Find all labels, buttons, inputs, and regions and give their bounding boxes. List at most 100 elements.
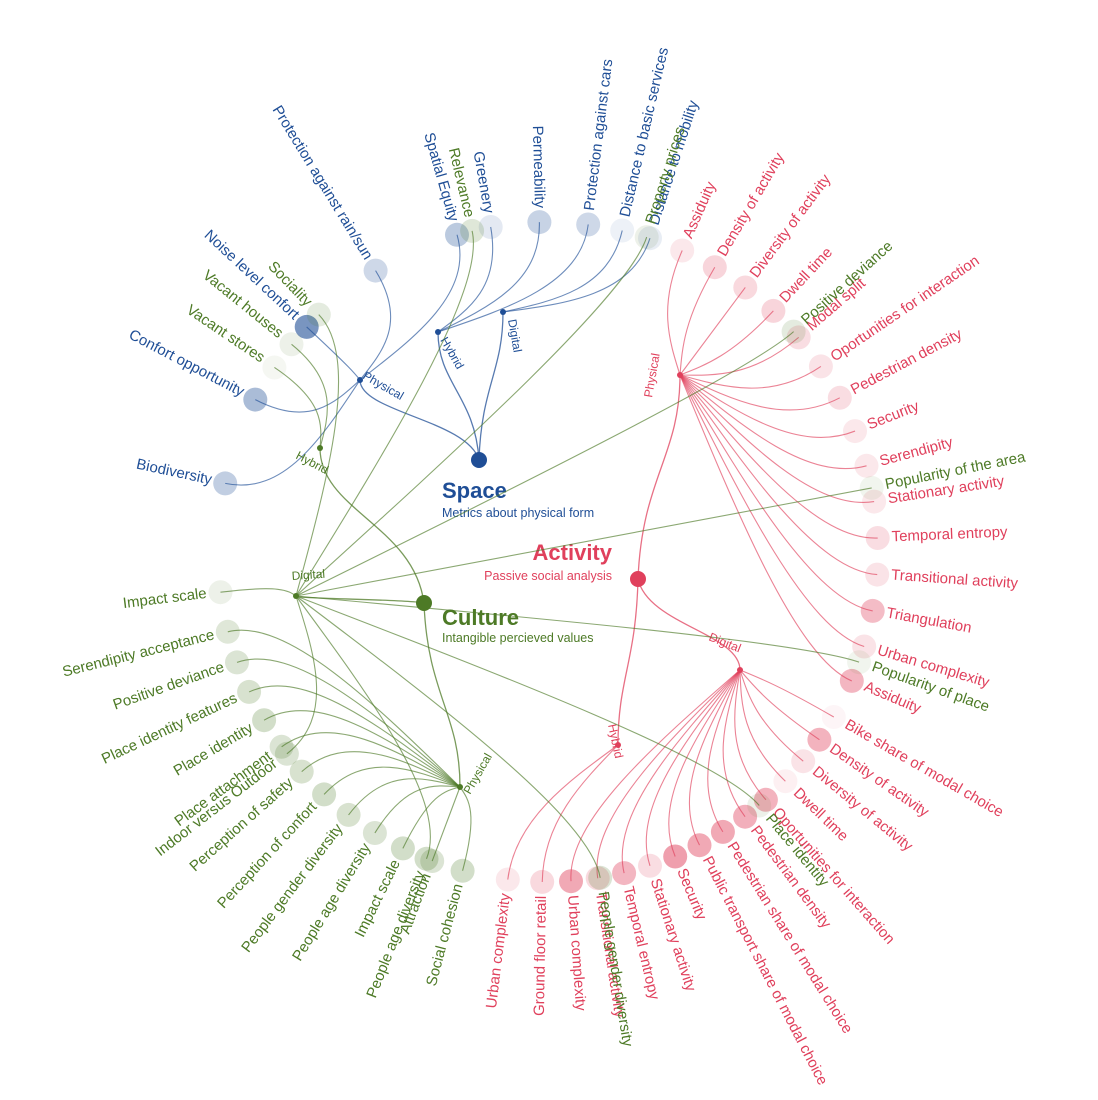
leaf-link [295,314,340,597]
leaf-link [688,669,741,846]
leaf-label: Perception of confort [214,798,321,912]
branch-hub [357,377,363,383]
leaf-label: Urban complexity [483,892,514,1010]
leaf-node [854,453,879,478]
leaf-node [862,489,887,514]
leaf-link [374,785,461,834]
leaf-node [527,210,552,235]
leaf-link [679,374,873,612]
leaf-node [827,385,852,410]
leaf-link [679,374,865,648]
leaf-node [839,668,864,693]
leaf-label: Impact scale [122,585,208,612]
leaf-link [359,234,461,381]
leaf-node [761,298,786,323]
leaf-node [252,708,277,733]
leaf-link [679,374,875,503]
branch-hub [737,667,743,673]
branch-label: Physical [361,368,407,402]
leaf-link [541,744,619,882]
leaf-link [348,778,461,816]
leaf-node [262,355,287,380]
branch-label: Hybrid [437,335,466,372]
branch-hub [500,309,506,315]
leaf-node [420,849,445,873]
branch-label: Hybrid [605,723,626,760]
leaf-link [295,595,601,878]
leaf-link [679,266,716,376]
leaf-link [301,751,461,788]
leaf-link [236,658,461,788]
leaf-node [213,471,238,496]
leaf-label: Protection against rain/sun [269,103,376,263]
leaf-link [286,595,318,755]
leaf-node [274,741,299,766]
leaf-node [294,314,319,339]
leaf-node [445,222,469,247]
leaf-node [362,821,387,845]
leaf-node [225,650,249,675]
leaf-link [679,336,800,376]
leaf-link [295,487,872,597]
leaf-link [323,766,461,795]
leaf-node [269,734,294,759]
leaf-link [668,669,741,857]
branch-label: Physical [641,352,663,398]
leaf-node [733,804,758,829]
leaf-node [781,319,806,344]
branch-label: Digital [291,567,325,583]
leaf-node [588,865,613,890]
branch-hub [457,784,463,790]
leaf-link [679,374,878,539]
leaf-node [865,526,890,550]
branch-link [478,311,504,461]
leaf-link [248,685,461,788]
branch-link [637,578,741,671]
leaf-link [281,732,461,788]
leaf-node [576,212,601,237]
leaf-link [437,226,494,333]
leaf-node [753,787,778,812]
leaf-link [679,310,774,376]
leaf-link [295,595,760,806]
leaf-node [610,218,635,243]
leaf-link [437,222,540,333]
leaf-link [739,669,835,718]
leaf-node [860,598,885,623]
branch-hub [435,329,441,335]
leaf-link [734,669,767,801]
leaf-link [359,270,392,381]
branch-label: Digital [707,630,743,655]
leaf-link [645,669,741,867]
leaf-label: Security [865,397,922,433]
leaf-link [291,343,328,449]
branch-hub [293,593,299,599]
leaf-node [215,619,240,644]
leaf-node [843,419,867,444]
leaf-link [621,669,741,874]
activity-subtitle: Passive social analysis [484,569,612,583]
branch-label: Digital [505,318,525,353]
leaf-link [263,710,461,788]
culture-subtitle: Intangible percieved values [442,631,594,645]
branch-hub [677,372,683,378]
leaf-node [450,858,475,883]
leaf-node [478,215,503,239]
leaf-link [295,236,648,597]
culture-root-node [416,595,432,611]
leaf-node [807,727,832,752]
activity-root-node [630,571,646,587]
branch-link [637,374,681,580]
leaf-node [279,332,304,357]
leaf-node [634,225,659,250]
leaf-label: Assiduity [680,179,720,241]
leaf-node [414,846,439,871]
leaf-link [679,365,822,389]
leaf-label: Ground floor retail [531,896,550,1016]
space-subtitle: Metrics about physical form [442,506,594,520]
leaf-link [402,786,461,849]
leaf-node [847,650,872,675]
leaf-node [460,218,485,243]
